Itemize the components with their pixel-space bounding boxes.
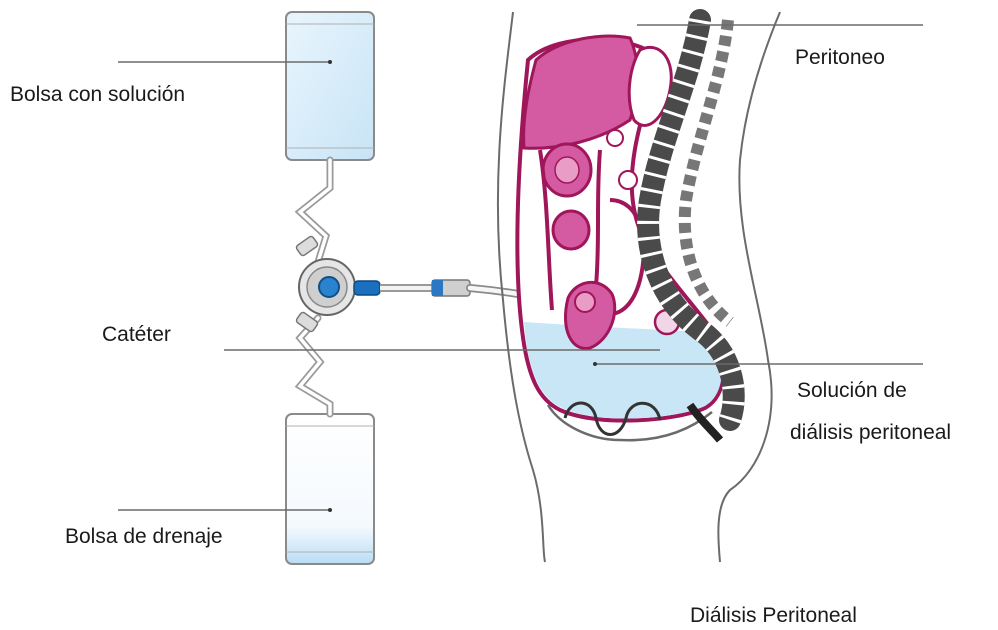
label-solution-bag: Bolsa con solución bbox=[10, 82, 185, 108]
label-dialysis-solution-line1: Solución de bbox=[797, 378, 951, 404]
label-catheter: Catéter bbox=[102, 322, 171, 348]
bowel-loop-2 bbox=[553, 211, 589, 249]
label-peritoneum: Peritoneo bbox=[795, 45, 885, 71]
label-drainage-bag: Bolsa de drenaje bbox=[65, 524, 223, 550]
diagram-caption: Diálisis Peritoneal bbox=[690, 603, 857, 629]
abdominal-cavity bbox=[517, 36, 723, 420]
label-dialysis-solution: Solución de diálisis peritoneal bbox=[797, 378, 951, 446]
drainage-bag bbox=[286, 414, 374, 564]
solution-bag bbox=[286, 12, 374, 160]
label-dialysis-solution-line2: diálisis peritoneal bbox=[790, 420, 951, 446]
